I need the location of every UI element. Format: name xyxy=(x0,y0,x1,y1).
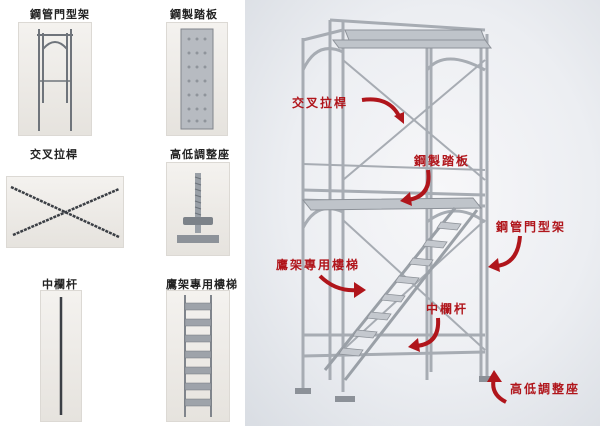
callout-board: 鋼製踏板 xyxy=(414,154,471,168)
arrow-brace-icon xyxy=(360,96,406,126)
arrow-frame-icon xyxy=(486,234,526,274)
callout-jack: 高低調整座 xyxy=(510,382,581,396)
arrow-board-icon xyxy=(398,168,438,208)
part-label-jack: 高低調整座 xyxy=(170,148,230,161)
callout-brace: 交叉拉桿 xyxy=(292,96,349,110)
callout-frame: 鋼管門型架 xyxy=(496,220,567,234)
ladder-icon xyxy=(184,295,212,417)
assembled-scaffold-image xyxy=(245,0,600,426)
arrow-bar-icon xyxy=(406,316,446,354)
part-label-brace: 交叉拉桿 xyxy=(30,148,78,161)
jack-base-icon xyxy=(177,173,219,243)
callout-bar: 中欄杆 xyxy=(426,302,469,316)
arrow-jack-icon xyxy=(486,370,512,404)
part-image-board xyxy=(166,22,228,136)
board-icon xyxy=(180,28,214,130)
rail-bar-icon xyxy=(59,297,63,415)
part-image-bar xyxy=(40,290,82,422)
part-label-ladder: 鷹架專用樓梯 xyxy=(166,278,238,291)
cross-brace-icon xyxy=(10,185,120,239)
part-label-frame: 鋼管門型架 xyxy=(30,8,90,21)
scaffold-illustration xyxy=(295,18,493,402)
callout-ladder: 鷹架專用樓梯 xyxy=(276,258,361,272)
part-label-bar: 中欄杆 xyxy=(42,278,78,291)
arrow-ladder-icon xyxy=(318,270,368,300)
part-image-jack xyxy=(166,162,230,256)
frame-icon xyxy=(37,29,73,131)
part-image-frame xyxy=(18,22,92,136)
part-image-brace xyxy=(6,176,124,248)
part-image-ladder xyxy=(166,290,230,422)
part-label-board: 鋼製踏板 xyxy=(170,8,218,21)
